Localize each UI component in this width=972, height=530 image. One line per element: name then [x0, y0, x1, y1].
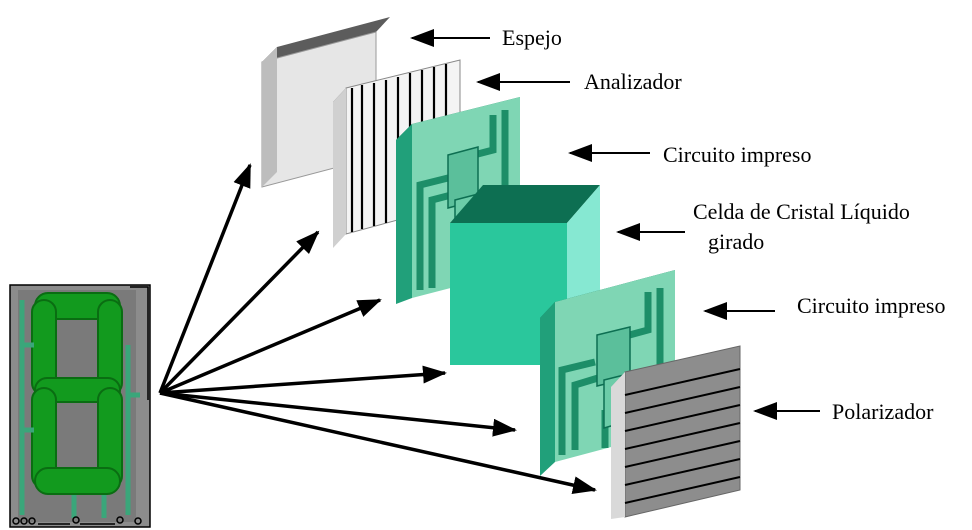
label-arrows: [410, 29, 820, 420]
label-celda-line-1: Celda de Cristal Líquido: [693, 199, 910, 224]
arrow-to-polarizador: [159, 391, 597, 494]
arrow-to-espejo: [158, 163, 252, 394]
label-analizador: Analizador: [584, 69, 682, 94]
label-circuito-impreso-2: Circuito impreso: [797, 293, 946, 318]
arrow-to-analizador: [158, 230, 320, 395]
label-espejo: Espejo: [502, 25, 562, 50]
layer-arrows: [158, 163, 597, 494]
arrow-to-circuito-2: [159, 391, 517, 437]
seven-segment-display: [9, 284, 151, 528]
arrow-to-circuito-1: [159, 298, 382, 395]
segment-d: [34, 467, 121, 495]
label-celda-line-2: girado: [708, 229, 765, 254]
polarizer-layer: [611, 345, 741, 519]
arrow-to-celda: [159, 365, 447, 395]
label-polarizador: Polarizador: [832, 399, 934, 424]
label-circuito-impreso-1: Circuito impreso: [663, 142, 812, 167]
